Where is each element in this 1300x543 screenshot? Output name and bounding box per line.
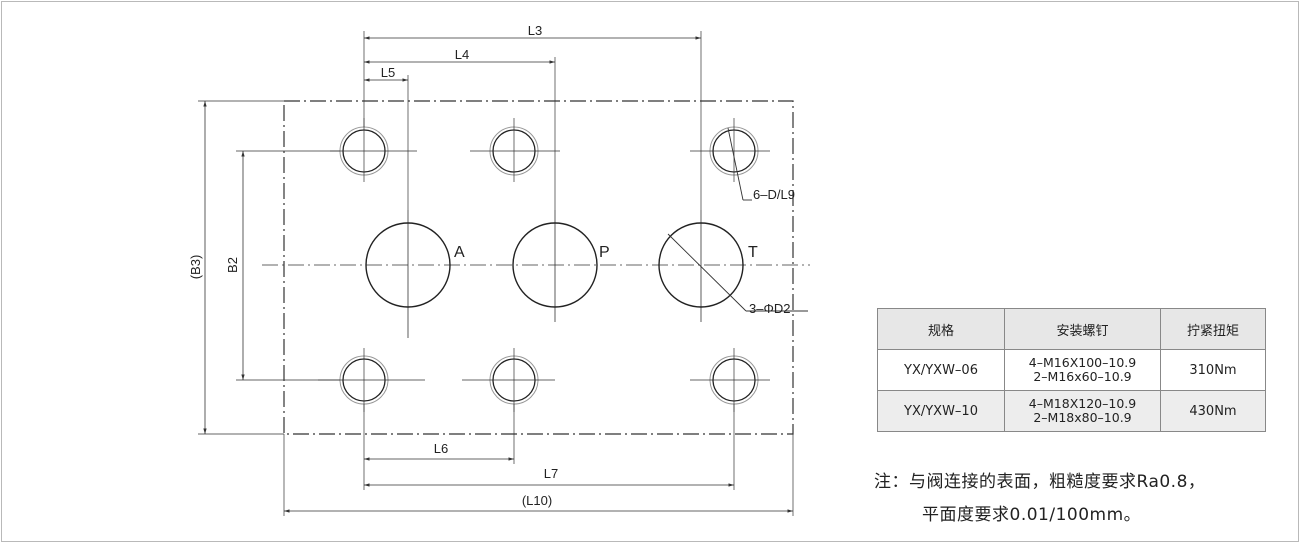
label-l3: L3 xyxy=(528,23,542,38)
callout-ports: 3–ΦD2 xyxy=(749,301,790,316)
header-torque: 拧紧扭矩 xyxy=(1160,308,1266,350)
header-model: 规格 xyxy=(877,308,1005,350)
bolt-hole-top-right xyxy=(690,118,770,201)
port-t-leader xyxy=(667,233,747,312)
bolt-line-1: 4–M18X120–10.9 xyxy=(1028,396,1137,411)
cell-bolts: 4–M16X100–10.9 2–M16x60–10.9 xyxy=(1004,349,1161,391)
port-t xyxy=(658,222,744,308)
bolt-hole-top-middle xyxy=(470,118,560,182)
spec-table: 规格 安装螺钉 拧紧扭矩 YX/YXW–06 4–M16X100–10.9 2–… xyxy=(877,308,1266,432)
bolt-line-1: 4–M16X100–10.9 xyxy=(1028,355,1137,370)
label-l7: L7 xyxy=(544,466,558,481)
table-header-row: 规格 安装螺钉 拧紧扭矩 xyxy=(877,308,1266,350)
cell-bolts: 4–M18X120–10.9 2–M18x80–10.9 xyxy=(1004,390,1161,432)
table-row: YX/YXW–06 4–M16X100–10.9 2–M16x60–10.9 3… xyxy=(877,349,1266,391)
cell-model: YX/YXW–10 xyxy=(877,390,1005,432)
plate-outline xyxy=(283,100,794,435)
surface-note: 注：与阀连接的表面，粗糙度要求Ra0.8， 平面度要求0.01/100mm。 xyxy=(874,467,1205,525)
cell-model: YX/YXW–06 xyxy=(877,349,1005,391)
note-line-1: 注：与阀连接的表面，粗糙度要求Ra0.8， xyxy=(874,472,1206,492)
port-a xyxy=(365,222,451,308)
label-port-t: T xyxy=(748,244,758,261)
bolt-hole-bottom-right xyxy=(690,348,770,412)
label-l10: (L10) xyxy=(522,493,552,508)
label-l4: L4 xyxy=(455,47,469,62)
note-line-2: 平面度要求0.01/100mm。 xyxy=(922,505,1142,525)
label-port-p: P xyxy=(599,244,610,261)
bolt-line-2: 2–M16x60–10.9 xyxy=(1033,369,1132,384)
table-row: YX/YXW–10 4–M18X120–10.9 2–M18x80–10.9 4… xyxy=(877,390,1266,432)
label-b3: (B3) xyxy=(188,255,203,280)
bolt-hole-top-left xyxy=(330,118,417,182)
label-l5: L5 xyxy=(381,65,395,80)
port-p xyxy=(512,222,598,308)
callout-bolt-holes: 6–D/L9 xyxy=(753,187,795,202)
cell-torque: 310Nm xyxy=(1160,349,1266,391)
cell-torque: 430Nm xyxy=(1160,390,1266,432)
bolt-line-2: 2–M18x80–10.9 xyxy=(1033,410,1132,425)
header-bolts: 安装螺钉 xyxy=(1004,308,1161,350)
label-l6: L6 xyxy=(434,441,448,456)
bolt-hole-bottom-middle xyxy=(462,348,555,412)
label-port-a: A xyxy=(454,244,465,261)
label-b2: B2 xyxy=(225,257,240,273)
